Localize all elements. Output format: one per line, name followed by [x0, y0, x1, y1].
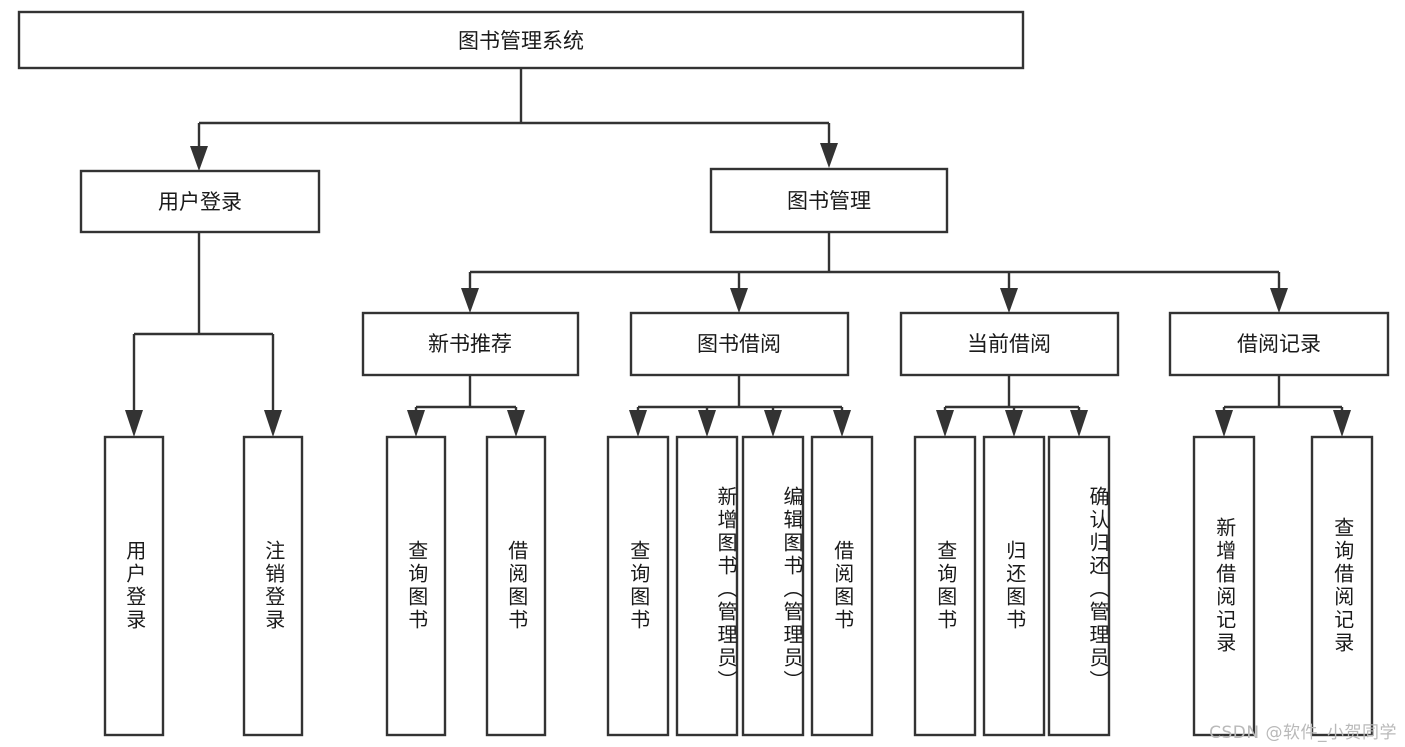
- leaf-book-borrow-3[interactable]: [741, 435, 805, 737]
- node-layer: [17, 10, 1390, 737]
- node-current-borrow[interactable]: [899, 311, 1120, 377]
- arrowhead-book-manage: [820, 143, 838, 168]
- node-user-login[interactable]: [79, 169, 321, 234]
- arrowhead-leaf-book-borrow-2: [698, 410, 716, 437]
- leaf-user-login-2[interactable]: [242, 435, 304, 737]
- leaf-borrow-record-2[interactable]: [1310, 435, 1374, 737]
- arrowhead-leaf-current-borrow-3: [1070, 410, 1088, 437]
- arrowhead-leaf-book-borrow-3: [764, 410, 782, 437]
- label-root: 图书管理系统: [458, 29, 584, 53]
- connector-layer: [125, 68, 1351, 437]
- leaf-user-login-1[interactable]: [103, 435, 165, 737]
- leaf-book-borrow-2[interactable]: [675, 435, 739, 737]
- leaf-book-borrow-4[interactable]: [810, 435, 874, 737]
- label-new-book-recommend: 新书推荐: [428, 332, 512, 356]
- node-new-book-recommend[interactable]: [361, 311, 580, 377]
- leaf-borrow-record-1[interactable]: [1192, 435, 1256, 737]
- arrowhead-leaf-new-book-1: [407, 410, 425, 437]
- arrowhead-book-borrow: [730, 288, 748, 313]
- arrowhead-leaf-user-login-1: [125, 410, 143, 437]
- arrowhead-current-borrow: [1000, 288, 1018, 313]
- arrowhead-leaf-book-borrow-1: [629, 410, 647, 437]
- leaf-book-borrow-1[interactable]: [606, 435, 670, 737]
- label-book-borrow: 图书借阅: [697, 332, 781, 356]
- arrowhead-leaf-borrow-record-2: [1333, 410, 1351, 437]
- leaf-current-borrow-3[interactable]: [1047, 435, 1111, 737]
- node-book-manage[interactable]: [709, 167, 949, 234]
- node-borrow-record[interactable]: [1168, 311, 1390, 377]
- arrowhead-user-login: [190, 146, 208, 171]
- arrowhead-leaf-user-login-2: [264, 410, 282, 437]
- arrowhead-borrow-record: [1270, 288, 1288, 313]
- arrowhead-leaf-new-book-2: [507, 410, 525, 437]
- arrowhead-leaf-current-borrow-2: [1005, 410, 1023, 437]
- leaf-new-book-1[interactable]: [385, 435, 447, 737]
- leaf-current-borrow-2[interactable]: [982, 435, 1046, 737]
- watermark: CSDN @软件_小贺同学: [1209, 723, 1397, 743]
- label-borrow-record: 借阅记录: [1237, 332, 1321, 356]
- label-book-manage: 图书管理: [787, 189, 871, 213]
- node-root[interactable]: [17, 10, 1025, 70]
- arrowhead-leaf-book-borrow-4: [833, 410, 851, 437]
- arrowhead-new-book-recommend: [461, 288, 479, 313]
- label-layer: 图书管理系统 用户登录 图书管理 新书推荐 图书借阅 当前借阅 借阅记录: [158, 29, 1321, 356]
- arrowhead-leaf-current-borrow-1: [936, 410, 954, 437]
- arrowhead-leaf-borrow-record-1: [1215, 410, 1233, 437]
- leaf-current-borrow-1[interactable]: [913, 435, 977, 737]
- leaf-new-book-2[interactable]: [485, 435, 547, 737]
- label-current-borrow: 当前借阅: [967, 332, 1051, 356]
- node-book-borrow[interactable]: [629, 311, 850, 377]
- label-user-login: 用户登录: [158, 190, 242, 214]
